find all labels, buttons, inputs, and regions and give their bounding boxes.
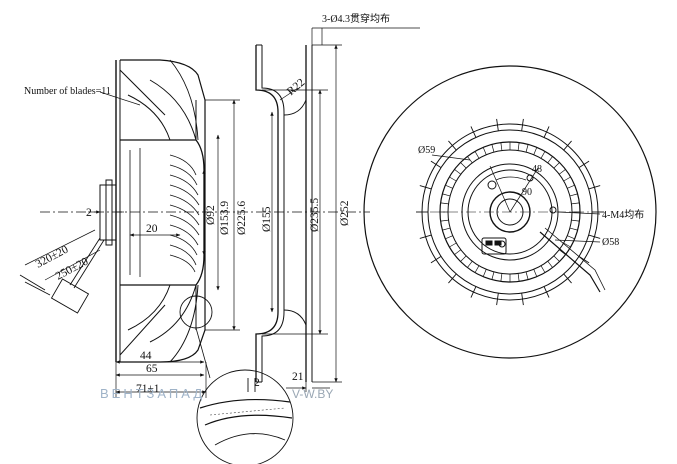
blade-tick <box>470 286 477 298</box>
ring-segment <box>482 269 487 277</box>
ring-segment <box>440 219 449 222</box>
ring-segment <box>449 176 457 182</box>
ring-segment <box>454 249 462 255</box>
blade-tick <box>521 293 524 306</box>
blade-tick <box>588 185 601 190</box>
blade-tick <box>470 126 477 138</box>
ring-segment <box>533 269 538 277</box>
label-dim2-detail: 2 <box>254 377 260 389</box>
ring-segment <box>563 176 571 182</box>
blade-tick <box>448 273 457 284</box>
cable <box>19 237 105 314</box>
blade-tick <box>496 293 499 306</box>
blade-tick <box>543 286 550 298</box>
inlet-nozzle <box>255 45 279 382</box>
blade-tick <box>448 140 457 151</box>
label-d235: Ø235.5 <box>309 198 321 232</box>
ring-segment <box>442 227 451 231</box>
ring-segment <box>558 169 566 175</box>
ring-segment <box>540 265 546 273</box>
ring-segment <box>445 235 453 240</box>
motor-ribs <box>129 148 200 277</box>
blade-tick <box>419 234 432 239</box>
ring-segment <box>571 202 580 205</box>
label-d252: Ø252 <box>339 200 351 226</box>
ring-segment <box>449 242 457 248</box>
ring-segment <box>553 162 560 169</box>
label-m4: 4-M4均布 <box>602 209 644 221</box>
ring-segment <box>525 271 529 280</box>
motor-housing <box>120 139 205 286</box>
ring-segment <box>553 255 560 262</box>
blade-tick <box>521 118 524 131</box>
label-d92: Ø92 <box>205 205 217 225</box>
label-a90: 90 <box>522 187 532 198</box>
ring-segment <box>567 184 575 189</box>
label-holes: 3-Ø4.3贯穿均布 <box>322 12 390 25</box>
outer-ring <box>363 65 657 359</box>
blade-tick <box>578 255 590 264</box>
ring-segment <box>517 273 520 282</box>
label-d153: Ø153.9 <box>219 201 231 235</box>
blade-tick <box>578 160 590 169</box>
ring-segment <box>569 193 578 197</box>
label-d155: Ø155 <box>261 206 273 232</box>
dimension-lines <box>24 27 420 398</box>
blade-tick <box>543 126 550 138</box>
blade-tick <box>588 234 601 239</box>
ring-segment <box>467 260 473 268</box>
label-dim2-left: 2 <box>86 207 92 219</box>
label-d58: Ø58 <box>602 237 619 248</box>
ring-segment <box>563 242 571 248</box>
ring-segment <box>540 151 546 159</box>
ring-segment <box>500 142 503 151</box>
label-dim71: 71±1 <box>136 383 160 395</box>
detail-view <box>196 369 294 464</box>
front-view <box>363 65 657 359</box>
ring-segment <box>491 271 495 280</box>
ring-segment <box>445 184 453 189</box>
ring-segment <box>567 235 575 240</box>
blade-tick <box>563 140 572 151</box>
blade-tick <box>496 118 499 131</box>
ring-segment <box>533 147 538 155</box>
ring-segment <box>517 142 520 151</box>
label-a48: 48 <box>532 164 542 175</box>
ring-segment <box>571 219 580 222</box>
ring-segment <box>547 260 553 268</box>
blade-tick <box>430 160 442 169</box>
labels: Number of blades=11 3-Ø4.3贯穿均布 R22 Ø92 Ø… <box>24 12 644 395</box>
label-dim20: 20 <box>146 223 158 235</box>
watermark: ВЕНТЗАПАД V-W.BY <box>100 386 333 401</box>
ring-segment <box>525 144 529 153</box>
ring-segment <box>569 227 578 231</box>
blade-ticks <box>416 118 604 306</box>
ring-segment <box>460 255 467 262</box>
blade-tick <box>419 185 432 190</box>
ring-segment <box>482 147 487 155</box>
ring-segment <box>500 273 503 282</box>
ring-segment <box>440 202 449 205</box>
ring-segment <box>474 151 480 159</box>
ring-segment <box>474 265 480 273</box>
label-d225: Ø225.6 <box>236 201 248 235</box>
ring-segment <box>547 156 553 164</box>
label-dim65: 65 <box>146 363 158 375</box>
watermark-brand: ВЕНТЗАПАД <box>100 386 205 401</box>
connector-box <box>481 237 507 255</box>
ring-segment <box>454 169 462 175</box>
ring-segment <box>442 193 451 197</box>
blade-tick <box>430 255 442 264</box>
ring-segment <box>491 144 495 153</box>
watermark-domain: V-W.BY <box>292 387 333 401</box>
label-dim44: 44 <box>140 350 152 362</box>
label-d59: Ø59 <box>418 145 435 156</box>
label-blades: Number of blades=11 <box>24 86 111 97</box>
ring-segment <box>460 162 467 169</box>
blade-tick <box>563 273 572 284</box>
ring-segments <box>440 142 580 282</box>
label-dim21: 21 <box>292 371 304 383</box>
